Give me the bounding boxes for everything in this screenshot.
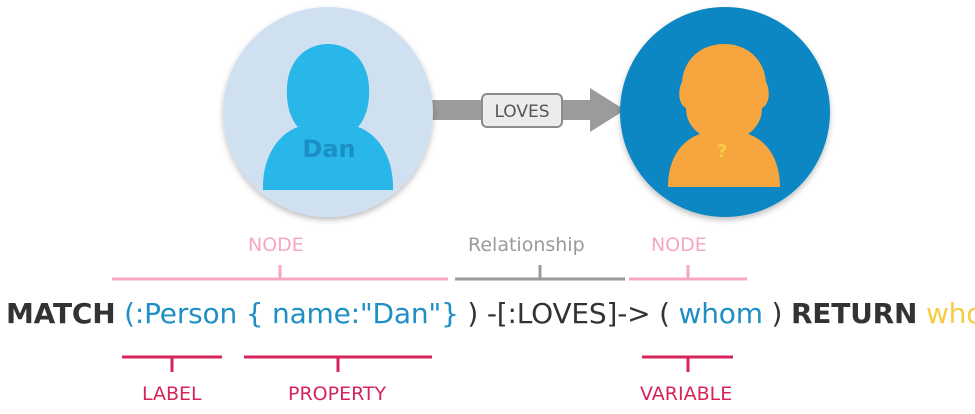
query-close-paren-2: ) — [771, 297, 783, 330]
query-match-keyword: MATCH — [6, 297, 116, 330]
node-bracket-right — [629, 265, 747, 281]
variable-bracket — [642, 355, 733, 372]
node-label-left: NODE — [248, 234, 304, 256]
node-name-dan: Dan — [302, 135, 355, 163]
relationship-badge: LOVES — [481, 93, 563, 128]
relationship-label: LOVES — [494, 102, 549, 122]
query-property: { name:"Dan"} — [245, 297, 459, 330]
query-open-paren: ( — [124, 297, 135, 330]
relationship-caption: Relationship — [468, 234, 585, 256]
annotation-property: PROPERTY — [288, 383, 387, 405]
cypher-query: MATCH (:Person { name:"Dan"} ) -[:LOVES]… — [6, 300, 975, 328]
node-bracket-left — [112, 265, 448, 281]
person-icon-female — [668, 44, 780, 187]
query-return-keyword: RETURN — [790, 297, 918, 330]
query-open-paren-2: ( — [659, 297, 670, 330]
annotation-label: LABEL — [142, 383, 202, 405]
query-return-value: whom — [925, 297, 975, 330]
query-relationship: -[:LOVES]-> — [486, 297, 651, 330]
node-label-right: NODE — [651, 234, 707, 256]
label-bracket — [122, 355, 222, 372]
query-label: :Person — [134, 297, 238, 330]
property-bracket — [244, 355, 432, 372]
relationship-bracket — [455, 265, 625, 281]
node-name-unknown: ? — [717, 141, 727, 162]
query-close-paren: ) — [467, 297, 479, 330]
annotation-variable: VARIABLE — [640, 383, 733, 405]
person-icon — [262, 44, 394, 190]
query-variable: whom — [678, 297, 763, 330]
